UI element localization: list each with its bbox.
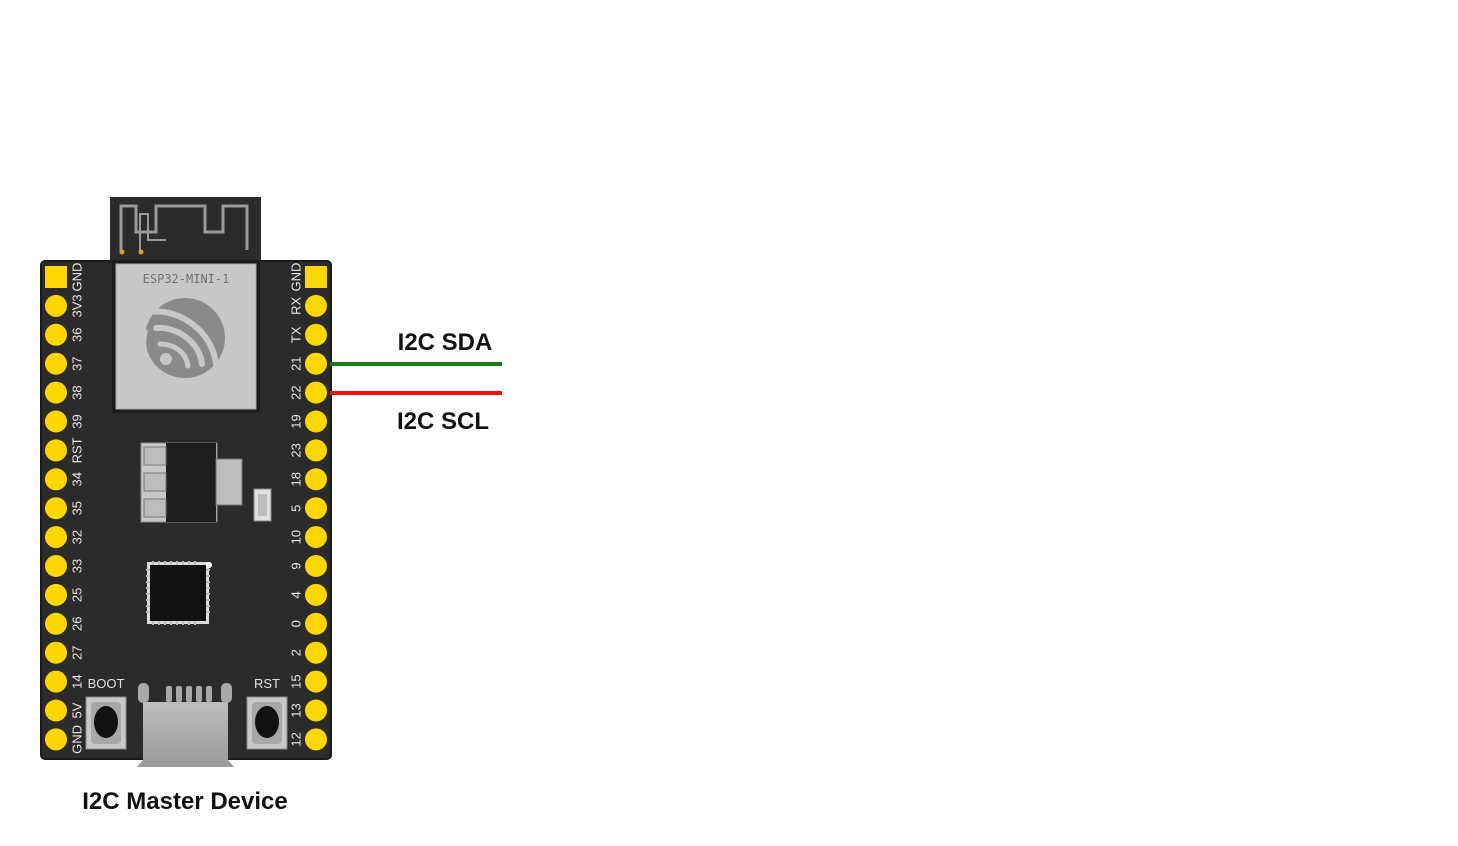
right-pin-7 xyxy=(305,468,327,491)
module-label: ESP32-MINI-1 xyxy=(143,272,230,286)
left-pin-label-5: 39 xyxy=(70,414,85,428)
left-pin-8 xyxy=(45,497,67,520)
right-pin-1 xyxy=(305,294,327,317)
left-pin-label-16: GND xyxy=(70,725,85,754)
right-pin-label-14: 15 xyxy=(289,674,304,688)
left-pin-label-1: 3V3 xyxy=(70,294,85,317)
right-pin-16 xyxy=(305,728,327,751)
right-pin-11 xyxy=(305,583,327,606)
right-pin-label-1: RX xyxy=(289,297,304,315)
right-pin-label-8: 5 xyxy=(289,505,304,512)
right-pin-6 xyxy=(305,439,327,462)
boot-label: BOOT xyxy=(88,676,125,691)
left-pin-label-6: RST xyxy=(70,437,85,463)
right-pin-0 xyxy=(305,266,327,288)
right-pin-8 xyxy=(305,497,327,520)
left-pin-label-8: 35 xyxy=(70,501,85,515)
antenna xyxy=(110,197,261,267)
right-pin-13 xyxy=(305,641,327,664)
left-pin-0 xyxy=(45,266,67,288)
left-pin-label-9: 32 xyxy=(70,530,85,544)
right-pin-label-11: 4 xyxy=(289,591,304,598)
right-pin-3 xyxy=(305,352,327,375)
left-pin-12 xyxy=(45,612,67,635)
smd-component xyxy=(253,488,272,522)
left-pin-11 xyxy=(45,583,67,606)
right-pin-label-9: 10 xyxy=(289,530,304,544)
left-pin-7 xyxy=(45,468,67,491)
left-pin-label-15: 5V xyxy=(70,702,85,718)
left-pin-label-0: GND xyxy=(70,263,85,292)
left-pin-label-4: 38 xyxy=(70,385,85,399)
espressif-logo xyxy=(142,298,225,382)
left-pin-15 xyxy=(45,699,67,722)
right-pin-12 xyxy=(305,612,327,635)
sda-label: I2C SDA xyxy=(398,329,493,356)
right-pin-14 xyxy=(305,670,327,693)
left-pin-label-13: 27 xyxy=(70,645,85,659)
right-pin-label-12: 0 xyxy=(289,620,304,627)
left-pin-6 xyxy=(45,439,67,462)
left-pin-2 xyxy=(45,323,67,346)
right-pin-label-15: 13 xyxy=(289,703,304,717)
board-caption: I2C Master Device xyxy=(82,788,287,815)
left-pin-13 xyxy=(45,641,67,664)
right-pin-5 xyxy=(305,410,327,433)
right-pin-label-3: 21 xyxy=(289,356,304,370)
left-pin-label-12: 26 xyxy=(70,617,85,631)
right-pin-label-5: 19 xyxy=(289,414,304,428)
rst-label: RST xyxy=(254,676,280,691)
right-pin-4 xyxy=(305,381,327,404)
right-pin-label-2: TX xyxy=(289,326,304,343)
left-pin-14 xyxy=(45,670,67,693)
right-pin-label-0: GND xyxy=(289,263,304,292)
left-pin-4 xyxy=(45,381,67,404)
esp32-module: ESP32-MINI-1 xyxy=(112,261,260,413)
left-pin-16 xyxy=(45,728,67,751)
left-pin-9 xyxy=(45,526,67,549)
left-pin-label-7: 34 xyxy=(70,472,85,486)
right-pin-label-7: 18 xyxy=(289,472,304,486)
right-pin-15 xyxy=(305,699,327,722)
right-pin-2 xyxy=(305,323,327,346)
left-pin-label-3: 37 xyxy=(70,356,85,370)
usb-bridge-chip xyxy=(146,561,212,625)
right-pin-label-13: 2 xyxy=(289,649,304,656)
right-pin-label-4: 22 xyxy=(289,385,304,399)
left-pin-label-2: 36 xyxy=(70,328,85,342)
left-pin-label-14: 14 xyxy=(70,674,85,688)
right-pin-label-10: 9 xyxy=(289,562,304,569)
boot-button[interactable]: BOOT xyxy=(85,676,127,750)
reset-button[interactable]: RST xyxy=(246,676,288,750)
right-pin-label-6: 23 xyxy=(289,443,304,457)
scl-label: I2C SCL xyxy=(397,408,489,435)
left-pin-5 xyxy=(45,410,67,433)
voltage-regulator xyxy=(140,442,243,523)
right-pin-header: GND RX TX 21 22 19 23 18 5 10 9 4 0 2 15 13 12 xyxy=(289,263,327,751)
left-pin-3 xyxy=(45,352,67,375)
left-pin-label-11: 25 xyxy=(70,588,85,602)
right-pin-10 xyxy=(305,555,327,577)
left-pin-1 xyxy=(45,294,67,317)
left-pin-label-10: 33 xyxy=(70,559,85,573)
right-pin-label-16: 12 xyxy=(289,732,304,746)
usb-connector xyxy=(137,683,234,767)
left-pin-10 xyxy=(45,555,67,577)
right-pin-9 xyxy=(305,526,327,549)
